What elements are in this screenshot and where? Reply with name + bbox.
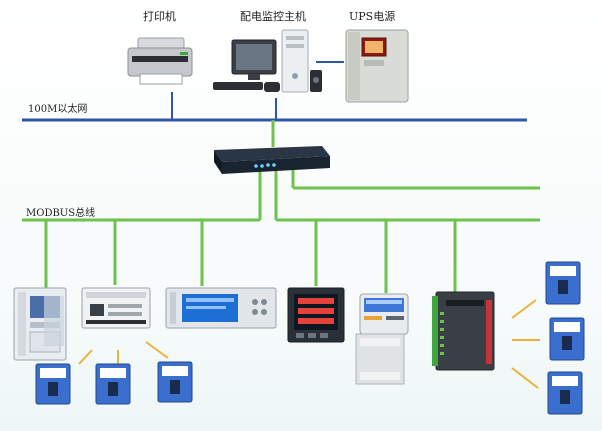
- rs485-links: [78, 299, 540, 389]
- circuit-breaker-icon: [157, 361, 193, 403]
- power-monitor-icon: [165, 287, 277, 329]
- label-ethernet: 100M以太网: [28, 104, 88, 115]
- ups-icon: [345, 29, 409, 103]
- circuit-breaker-icon: [545, 261, 581, 305]
- protection-unit-icon: [355, 293, 409, 385]
- label-printer: 打印机: [143, 10, 176, 23]
- workstation-icon: [213, 29, 322, 93]
- printer-icon: [127, 37, 193, 85]
- circuit-breaker-icon: [549, 317, 585, 361]
- circuit-breaker-icon: [547, 371, 583, 415]
- control-cabinet-icon: [13, 287, 67, 361]
- label-modbus: MODBUS总线: [26, 208, 96, 219]
- label-host: 配电监控主机: [240, 10, 306, 23]
- power-meter-icon: [287, 287, 345, 343]
- plc-icon: [81, 287, 151, 329]
- io-module-icon: [432, 291, 495, 371]
- circuit-breaker-icon: [95, 363, 131, 405]
- serial-gateway-icon: [214, 146, 330, 174]
- circuit-breaker-icon: [35, 363, 71, 405]
- label-ups: UPS电源: [349, 10, 396, 23]
